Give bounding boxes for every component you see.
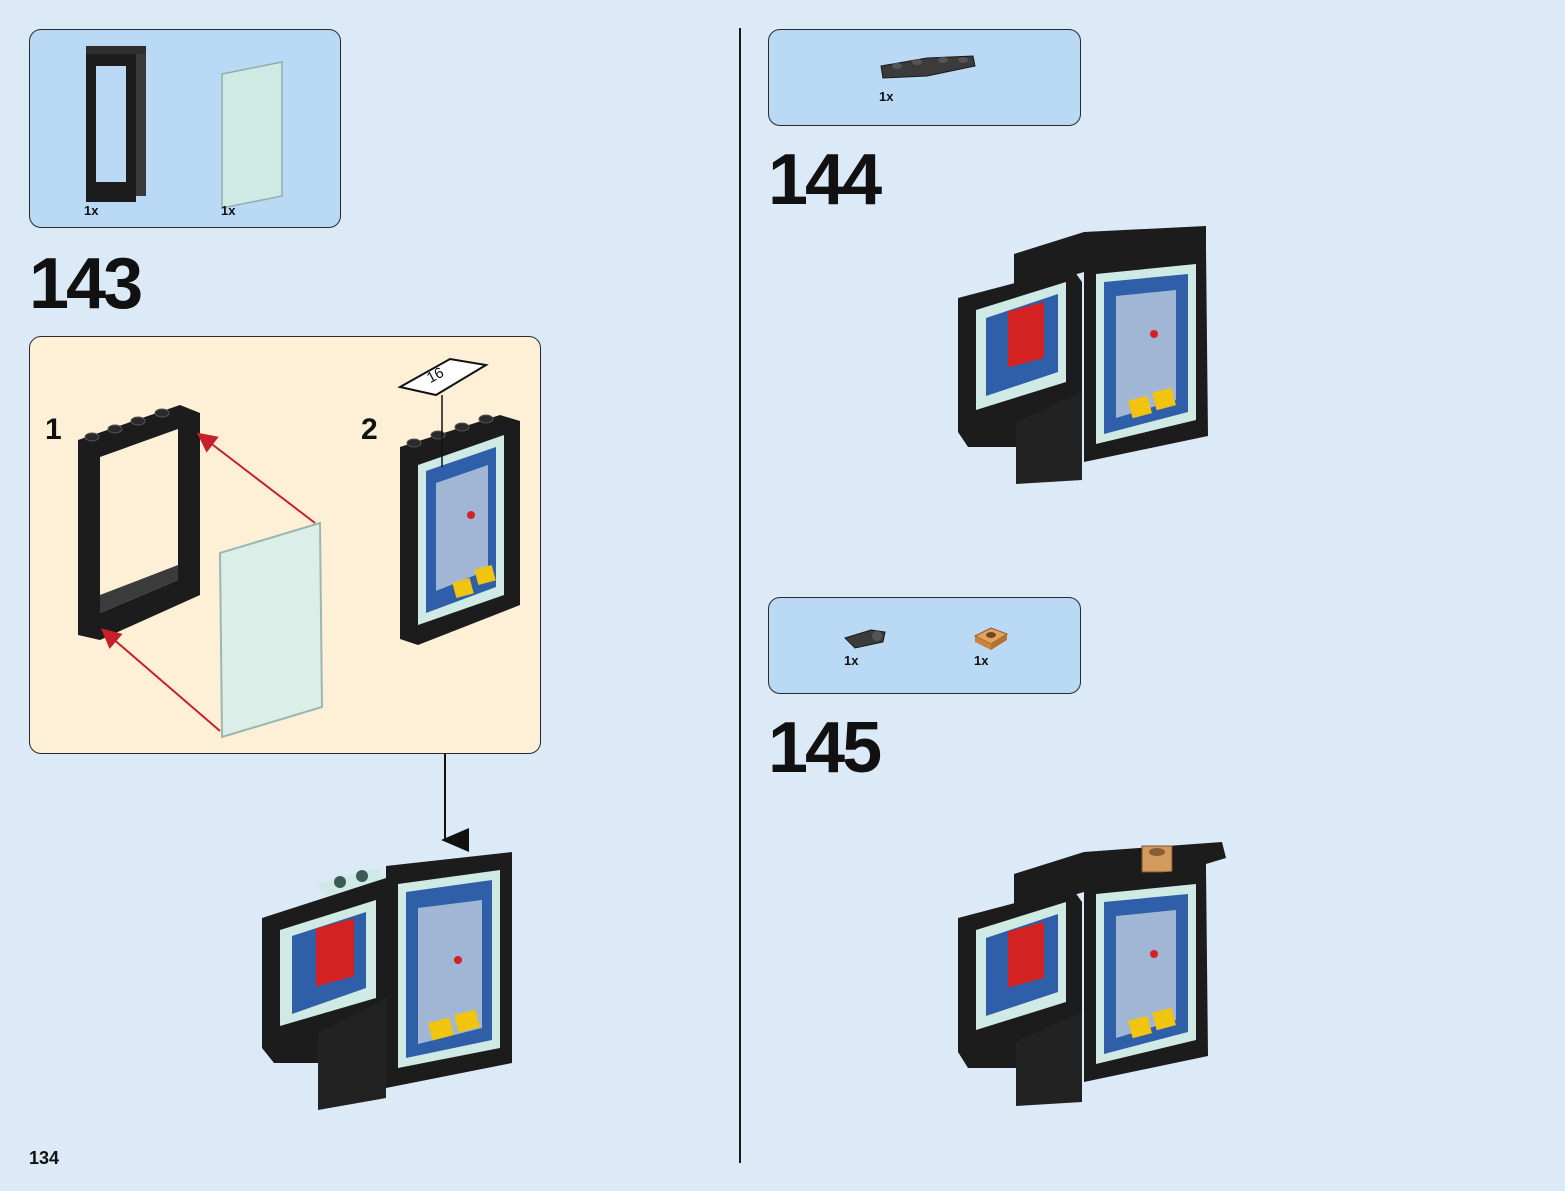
step-144-result-illustration — [954, 222, 1214, 484]
substep-number-2: 2 — [361, 415, 378, 445]
glass-panel-icon — [218, 58, 298, 208]
framed-panel-illustration — [396, 355, 536, 655]
page-divider — [739, 28, 741, 1163]
step-number-144: 144 — [768, 144, 879, 216]
frame-assembly-illustration — [70, 395, 330, 745]
part-qty: 1x — [844, 653, 858, 668]
parts-box-144: 1x — [768, 29, 1081, 126]
clip-plate-icon — [841, 624, 891, 650]
part-qty: 1x — [84, 203, 98, 218]
door-frame-icon — [82, 42, 172, 212]
tan-plate-icon — [971, 624, 1011, 652]
step-number-145: 145 — [768, 712, 879, 784]
parts-box-143: 1x 1x — [29, 29, 341, 228]
hinge-plate-icon — [877, 52, 977, 82]
step-143-result-illustration — [258, 848, 520, 1110]
page-number: 134 — [29, 1148, 59, 1169]
step-number-143: 143 — [29, 248, 140, 320]
parts-box-145: 1x 1x — [768, 597, 1081, 694]
down-arrow-icon — [438, 754, 452, 854]
substep-number-1: 1 — [45, 415, 62, 445]
part-qty: 1x — [974, 653, 988, 668]
step-145-result-illustration — [954, 838, 1234, 1110]
part-qty: 1x — [879, 89, 893, 104]
substep-box-143: 1 2 16 — [29, 336, 541, 754]
part-qty: 1x — [221, 203, 235, 218]
